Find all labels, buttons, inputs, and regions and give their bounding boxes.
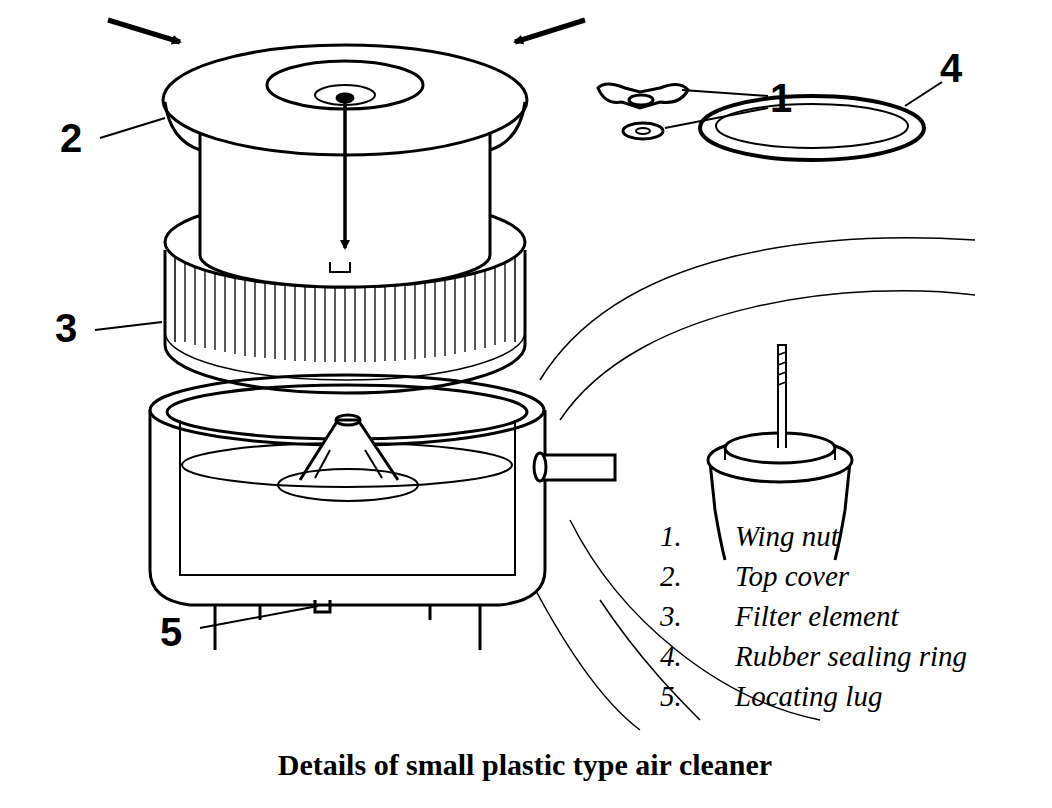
callout-number: 3 — [55, 308, 77, 348]
key-text: Top cover — [735, 562, 849, 591]
key-text: Rubber sealing ring — [735, 642, 967, 671]
key-text: Locating lug — [735, 682, 882, 711]
caption: Details of small plastic type air cleane… — [278, 750, 772, 780]
callout-number: 1 — [770, 78, 792, 118]
key-text: Wing nut — [735, 522, 839, 551]
key-number: 4. — [660, 642, 682, 671]
key-number: 3. — [660, 602, 682, 631]
key-text: Filter element — [735, 602, 898, 631]
callout-number: 2 — [60, 118, 82, 158]
callout-number: 5 — [160, 612, 182, 652]
callout-number: 4 — [940, 48, 962, 88]
key-number: 2. — [660, 562, 682, 591]
key-number: 5. — [660, 682, 682, 711]
key-number: 1. — [660, 522, 682, 551]
